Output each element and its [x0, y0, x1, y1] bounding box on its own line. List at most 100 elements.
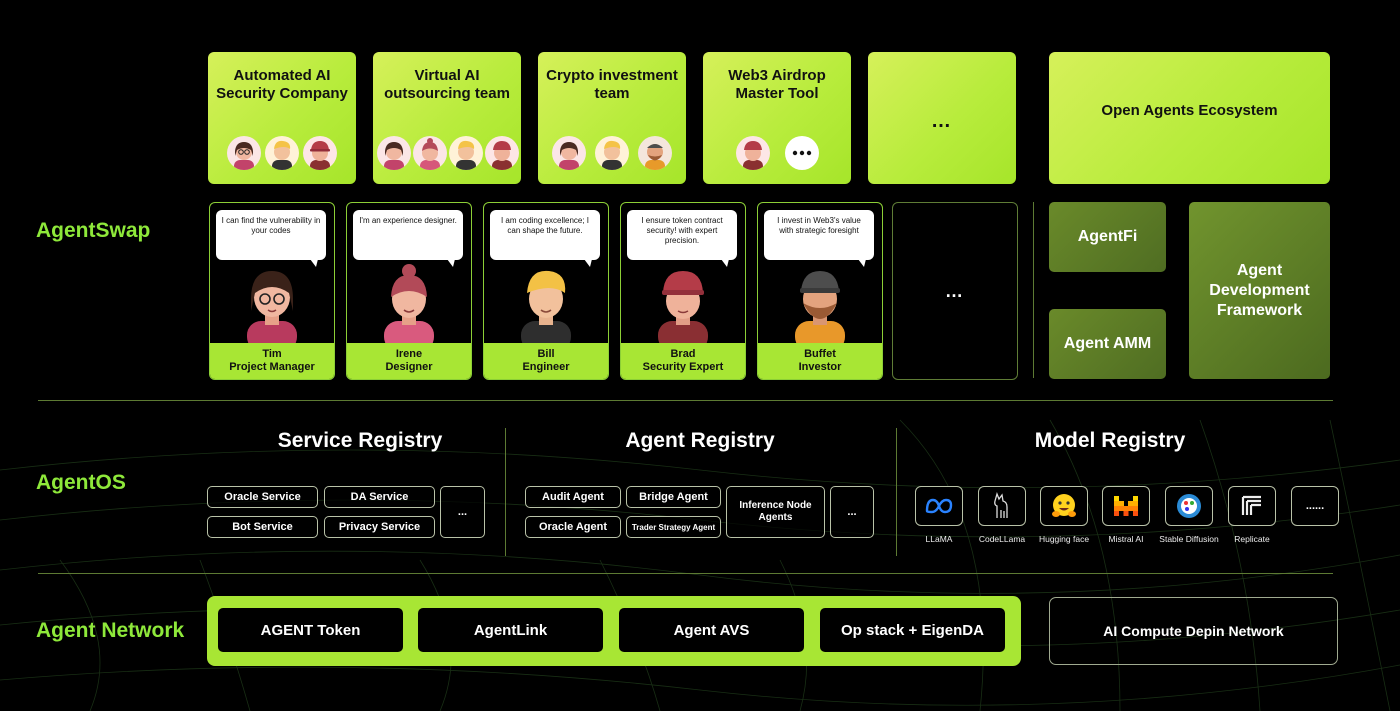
more-agents-pill[interactable]: ... — [830, 486, 874, 538]
da-service-pill[interactable]: DA Service — [324, 486, 435, 508]
mistral-ai-model[interactable] — [1102, 486, 1150, 526]
trader-strategy-agent-pill[interactable]: Trader Strategy Agent — [626, 516, 721, 538]
agent-card-tim[interactable]: I can find the vulnerability in your cod… — [209, 202, 335, 380]
agentos-label: AgentOS — [36, 471, 126, 494]
agentswap-label: AgentSwap — [36, 219, 151, 242]
avatar-irene-icon — [384, 264, 434, 343]
agent-name-band: Buffet Investor — [758, 343, 882, 379]
mistral-ai-label: Mistral AI — [1108, 534, 1144, 544]
open-agents-ecosystem[interactable]: Open Agents Ecosystem — [1049, 52, 1330, 184]
avatar-tim-icon — [227, 136, 261, 170]
agent-name-band: Tim Project Manager — [210, 343, 334, 379]
agent-role: Engineer — [522, 361, 570, 373]
agent-quote: I'm an experience designer. — [359, 216, 457, 225]
llama-label: LLaMA — [925, 534, 953, 544]
agent-amm-label: Agent AMM — [1063, 335, 1152, 352]
inference-node-agents-pill[interactable]: Inference Node Agents — [726, 486, 825, 538]
avatar-brad-icon — [303, 136, 337, 170]
bridge-agent-pill[interactable]: Bridge Agent — [626, 486, 721, 508]
agent-role: Security Expert — [642, 361, 724, 373]
avatar-buffet-icon — [795, 271, 845, 343]
team-card-crypto-investment[interactable]: Crypto investment team — [538, 52, 686, 184]
avatar-bill-icon — [595, 136, 629, 170]
llama-icon — [994, 492, 1008, 518]
team-title: Virtual AI outsourcing team — [384, 67, 510, 102]
agent-card-irene[interactable]: I'm an experience designer. Irene Design… — [346, 202, 472, 380]
speech-bubble: I invest in Web3's value with strategic … — [764, 210, 874, 267]
avatar-brad-icon — [736, 136, 770, 170]
agent-name: Tim — [262, 348, 282, 360]
divider-bottom — [38, 573, 1333, 574]
agentfi-box[interactable]: AgentFi — [1049, 202, 1166, 272]
registry-separator-1 — [505, 428, 506, 556]
avatar-brad-icon — [658, 271, 708, 343]
stable-diffusion-model[interactable] — [1165, 486, 1213, 526]
agent-quote: I invest in Web3's value with strategic … — [777, 216, 861, 235]
agent-quote: I am coding excellence; I can shape the … — [500, 216, 590, 235]
agentswap-separator — [1033, 202, 1034, 378]
avatar-bill-icon — [521, 270, 571, 343]
avatar-buffet-icon — [638, 136, 672, 170]
agentlink-button[interactable]: AgentLink — [418, 608, 603, 652]
agent-development-framework-box[interactable]: Agent Development Framework — [1189, 202, 1330, 379]
agent-amm-box[interactable]: Agent AMM — [1049, 309, 1166, 379]
adf-label: Agent Development Framework — [1209, 261, 1310, 319]
agent-avs-button[interactable]: Agent AVS — [619, 608, 804, 652]
agent-name-band: Bill Engineer — [484, 343, 608, 379]
more-agents-text: … — [945, 281, 965, 301]
agent-name-band: Irene Designer — [347, 343, 471, 379]
hugging-face-icon — [1052, 494, 1076, 517]
team-card-security-company[interactable]: Automated AI Security Company — [208, 52, 356, 184]
agent-name: Bill — [537, 348, 555, 360]
speech-bubble: I'm an experience designer. — [353, 210, 463, 267]
stable-diffusion-icon — [1177, 494, 1201, 518]
service-registry-title: Service Registry — [277, 429, 443, 452]
agent-token-button[interactable]: AGENT Token — [218, 608, 403, 652]
agent-registry-title: Agent Registry — [625, 429, 775, 452]
oracle-agent-pill[interactable]: Oracle Agent — [525, 516, 621, 538]
more-teams-text: … — [931, 110, 953, 132]
oracle-service-pill[interactable]: Oracle Service — [207, 486, 318, 508]
agent-quote: I ensure token contract security! with e… — [641, 216, 723, 245]
meta-icon — [925, 498, 953, 514]
more-models[interactable]: ...... — [1291, 486, 1339, 526]
agent-name: Brad — [670, 348, 696, 360]
model-registry-title: Model Registry — [1034, 429, 1186, 452]
agent-card-buffet[interactable]: I invest in Web3's value with strategic … — [757, 202, 883, 380]
more-services-pill[interactable]: ... — [440, 486, 485, 538]
agent-role: Designer — [385, 361, 433, 373]
agent-card-bill[interactable]: I am coding excellence; I can shape the … — [483, 202, 609, 380]
replicate-model[interactable] — [1228, 486, 1276, 526]
registry-separator-2 — [896, 428, 897, 556]
agent-quote: I can find the vulnerability in your cod… — [221, 216, 321, 235]
team-card-airdrop[interactable]: Web3 Airdrop Master Tool — [703, 52, 851, 184]
codellama-model[interactable] — [978, 486, 1026, 526]
privacy-service-pill[interactable]: Privacy Service — [324, 516, 435, 538]
llama-model[interactable] — [915, 486, 963, 526]
agent-role: Investor — [798, 361, 842, 373]
agent-card-brad[interactable]: I ensure token contract security! with e… — [620, 202, 746, 380]
replicate-label: Replicate — [1234, 534, 1270, 544]
agent-name: Irene — [395, 348, 423, 360]
speech-bubble: I can find the vulnerability in your cod… — [216, 210, 326, 267]
team-title: Automated AI Security Company — [216, 67, 348, 102]
divider-top — [38, 400, 1333, 401]
team-card-more[interactable]: … — [868, 52, 1016, 184]
avatar-tim-icon — [377, 136, 411, 170]
team-card-outsourcing[interactable]: Virtual AI outsourcing team — [373, 52, 521, 184]
avatar-brad-icon — [485, 136, 519, 170]
avatar-tim-icon — [247, 271, 297, 343]
hugging-face-model[interactable] — [1040, 486, 1088, 526]
agent-card-more[interactable]: … — [892, 202, 1018, 380]
bot-service-pill[interactable]: Bot Service — [207, 516, 318, 538]
stable-diffusion-label: Stable Diffusion — [1159, 534, 1219, 544]
avatar-bill-icon — [265, 136, 299, 170]
agent-role: Project Manager — [229, 361, 315, 373]
hugging-face-label: Hugging face — [1038, 534, 1090, 544]
avatar-irene-icon — [413, 136, 447, 170]
audit-agent-pill[interactable]: Audit Agent — [525, 486, 621, 508]
op-stack-eigenda-button[interactable]: Op stack + EigenDA — [820, 608, 1005, 652]
ai-compute-depin-network[interactable]: AI Compute Depin Network — [1049, 597, 1338, 665]
more-members-icon[interactable] — [785, 136, 819, 170]
codellama-label: CodeLLama — [978, 534, 1026, 544]
